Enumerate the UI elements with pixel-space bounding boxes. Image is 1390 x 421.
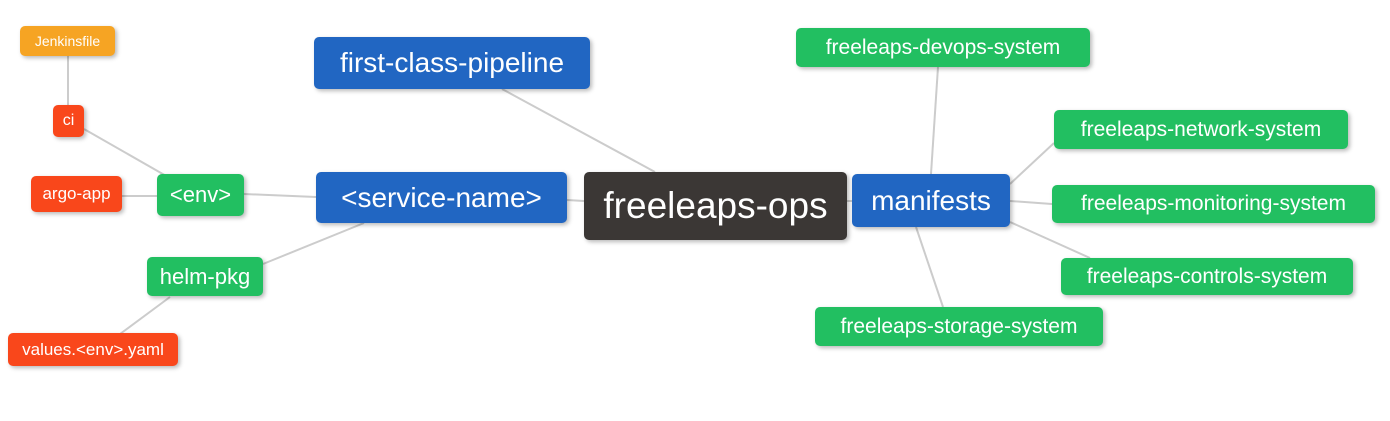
node-values-env-yaml[interactable]: values.<env>.yaml: [8, 333, 178, 366]
node-manifests[interactable]: manifests: [852, 174, 1010, 227]
edge-servicename-ops: [566, 199, 585, 202]
node-freeleaps-storage-system[interactable]: freeleaps-storage-system: [815, 307, 1103, 346]
edge-ci-env: [83, 128, 169, 178]
node-helm-pkg[interactable]: helm-pkg: [147, 257, 263, 296]
edge-values-helmpkg: [119, 296, 171, 335]
node-first-class-pipeline[interactable]: first-class-pipeline: [314, 37, 590, 89]
edge-pipeline-ops: [501, 88, 656, 173]
node-ci[interactable]: ci: [53, 105, 84, 137]
edge-manifests-controls: [1009, 221, 1091, 259]
edge-helmpkg-servicename: [262, 222, 365, 265]
node-freeleaps-monitoring-system[interactable]: freeleaps-monitoring-system: [1052, 185, 1375, 223]
node-jenkinsfile[interactable]: Jenkinsfile: [20, 26, 115, 56]
node-argo-app[interactable]: argo-app: [31, 176, 122, 212]
edge-manifests-monitoring: [1009, 200, 1053, 205]
node-freeleaps-network-system[interactable]: freeleaps-network-system: [1054, 110, 1348, 149]
edge-env-servicename: [243, 193, 317, 198]
node-freeleaps-ops[interactable]: freeleaps-ops: [584, 172, 847, 240]
node-service-name[interactable]: <service-name>: [316, 172, 567, 223]
edge-manifests-storage: [915, 226, 944, 308]
node-freeleaps-controls-system[interactable]: freeleaps-controls-system: [1061, 258, 1353, 295]
node-freeleaps-devops-system[interactable]: freeleaps-devops-system: [796, 28, 1090, 67]
edge-manifests-devops: [930, 66, 939, 175]
edge-manifests-network: [1009, 142, 1055, 185]
node-env[interactable]: <env>: [157, 174, 244, 216]
